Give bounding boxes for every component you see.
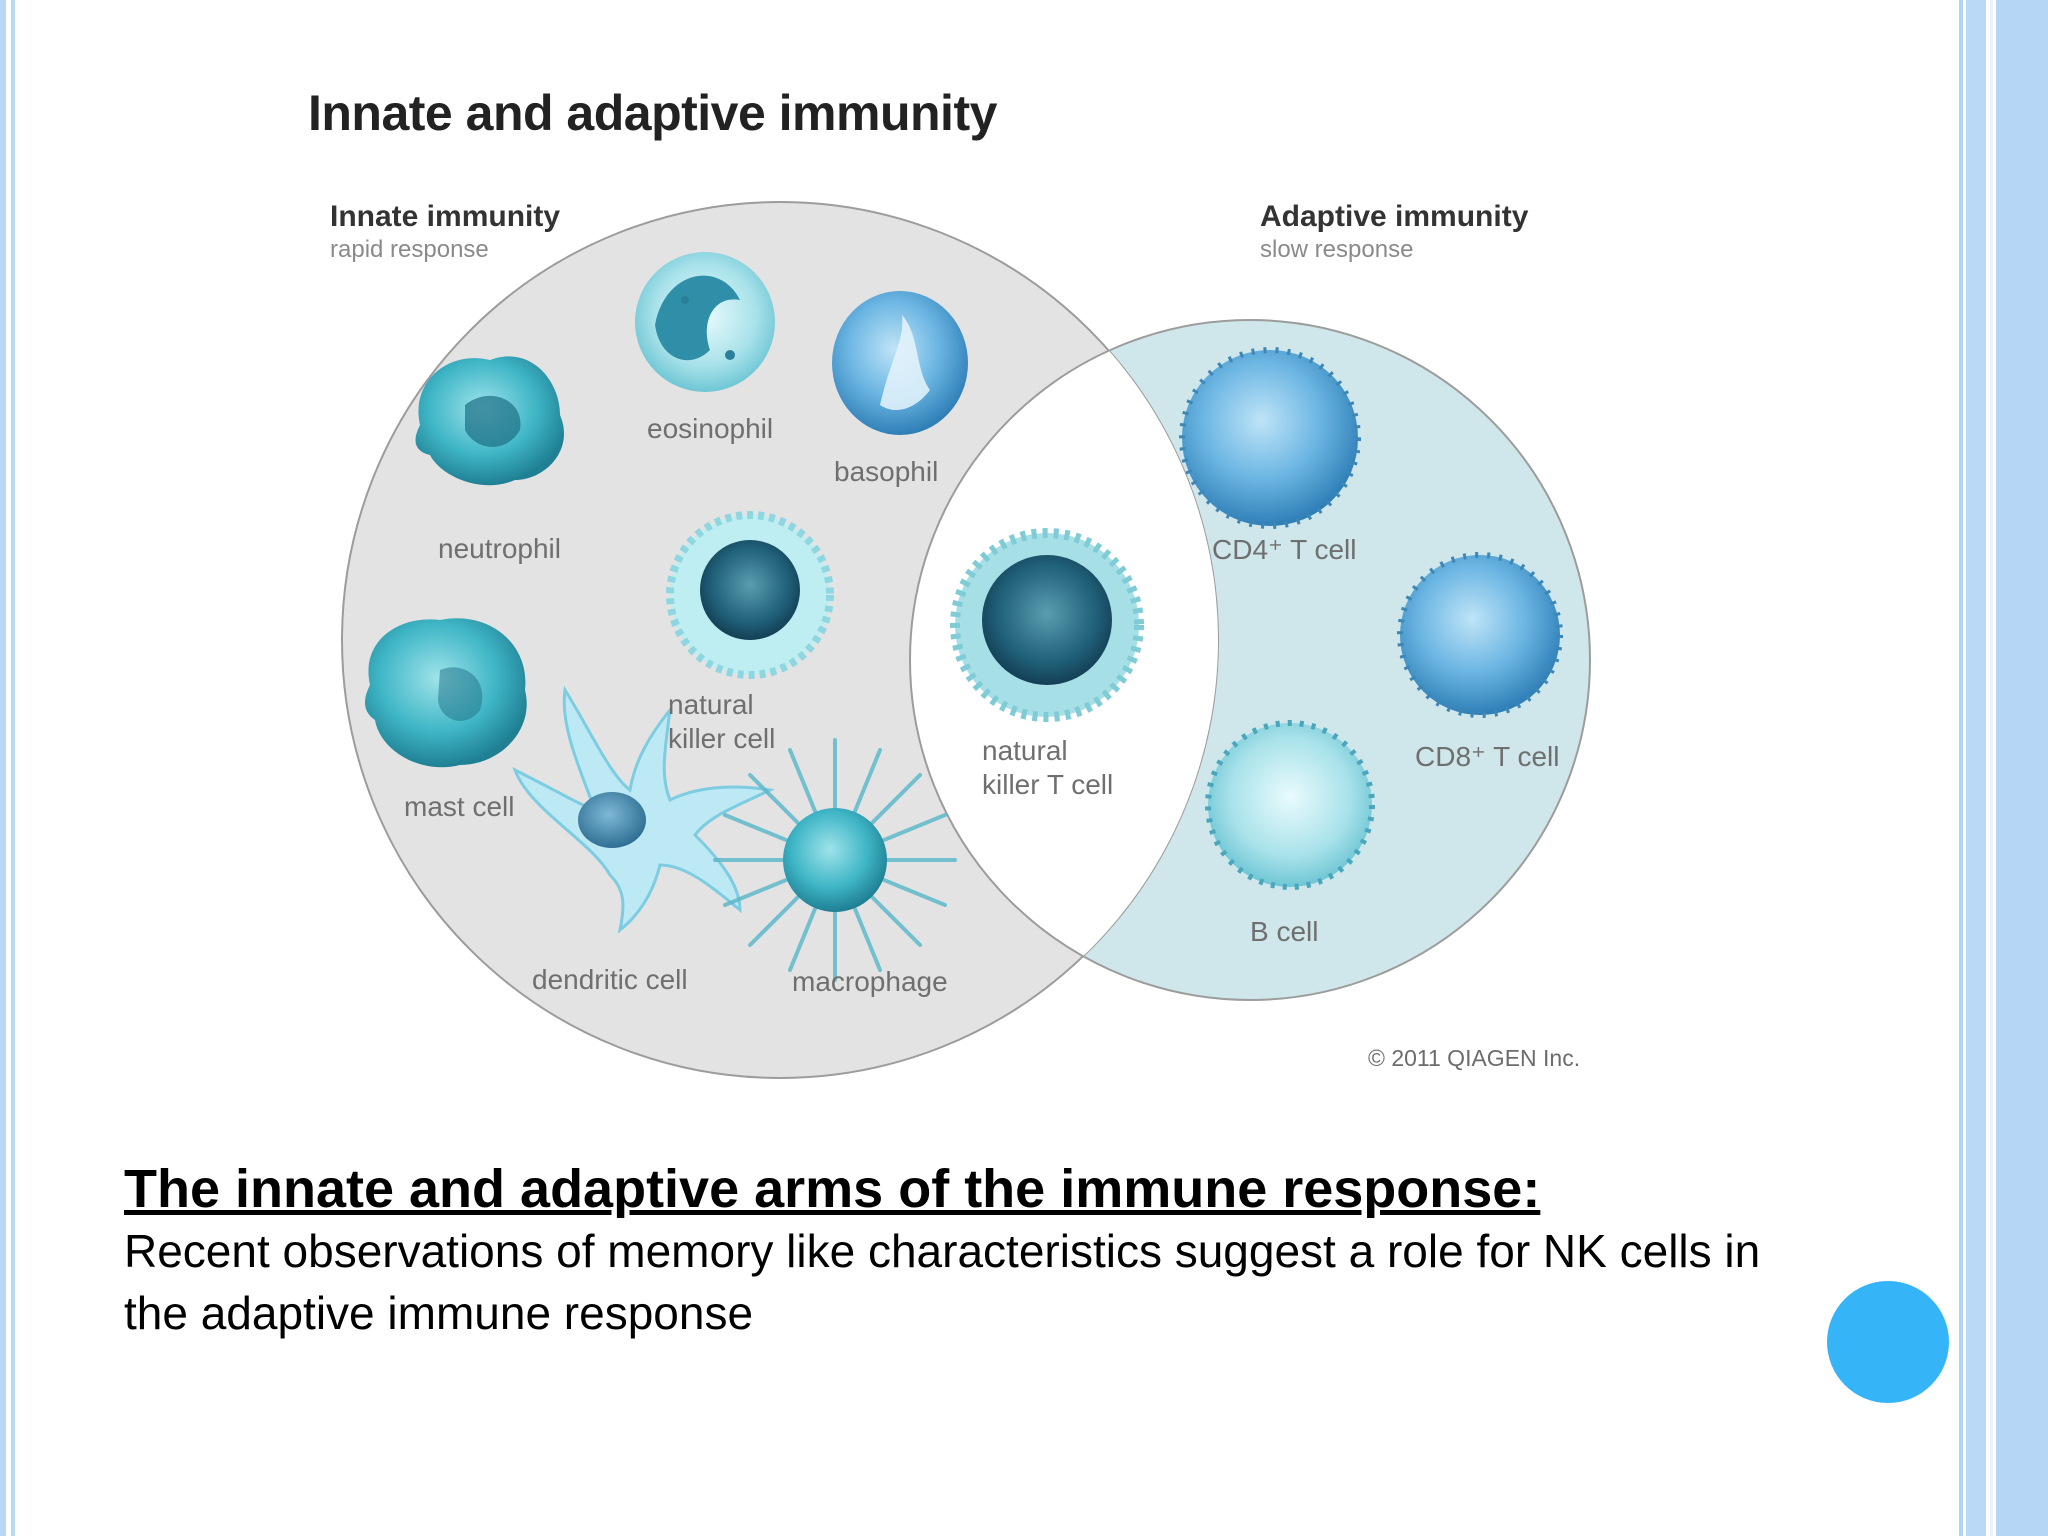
frame-stripe-left [0, 0, 6, 1536]
eosinophil-cell [635, 252, 775, 392]
frame-stripe-right-inner [1959, 0, 1963, 1536]
label-neutrophil: neutrophil [438, 533, 561, 564]
adaptive-circle-outline [909, 319, 1218, 1001]
dendritic-cell [512, 685, 775, 934]
innate-heading: Innate immunity rapid response [330, 200, 560, 264]
label-dendritic-cell: dendritic cell [532, 964, 688, 995]
label-natural-killer-cell: natural killer cell [668, 688, 775, 756]
label-cd4-t-cell: CD4⁺ T cell [1212, 534, 1357, 565]
label-nkt-line2: killer T cell [982, 769, 1114, 800]
natural-killer-cell [666, 511, 834, 679]
label-basophil: basophil [834, 456, 939, 487]
copyright-notice: © 2011 QIAGEN Inc. [1368, 1045, 1581, 1071]
cd8-t-cell [1397, 552, 1563, 718]
label-cd8-t-cell: CD8⁺ T cell [1415, 741, 1560, 772]
label-natural-killer-t-cell: natural killer T cell [982, 734, 1113, 802]
basophil-cell [832, 291, 968, 435]
accent-dot [1827, 1281, 1949, 1403]
neutrophil-cell [415, 356, 564, 486]
label-natural-killer-cell-line2: killer cell [668, 723, 776, 754]
mast-cell [365, 618, 527, 768]
label-natural-killer-cell-line1: natural [668, 689, 754, 720]
adaptive-heading: Adaptive immunity slow response [1260, 200, 1528, 264]
label-b-cell: B cell [1250, 916, 1319, 947]
frame-stripe-right-gap [1990, 0, 1993, 1536]
adaptive-title: Adaptive immunity [1260, 200, 1529, 233]
label-mast-cell: mast cell [404, 791, 515, 822]
caption-title: The innate and adaptive arms of the immu… [124, 1159, 1541, 1219]
frame-stripe-left-inner [11, 0, 15, 1536]
slide-caption: The innate and adaptive arms of the immu… [124, 1158, 1824, 1344]
b-cell [1205, 720, 1375, 890]
innate-subtitle: rapid response [330, 236, 489, 263]
caption-body: Recent observations of memory like chara… [124, 1225, 1761, 1339]
overlap-region [910, 320, 1218, 1000]
macrophage-cell [713, 738, 957, 982]
adaptive-subtitle: slow response [1260, 236, 1414, 263]
label-eosinophil: eosinophil [647, 413, 774, 444]
diagram-title: Innate and adaptive immunity [308, 85, 997, 141]
label-nkt-line1: natural [982, 735, 1068, 766]
natural-killer-t-cell [950, 528, 1144, 722]
label-macrophage: macrophage [792, 966, 948, 997]
frame-stripe-right-outer [1996, 0, 2048, 1536]
frame-stripe-right [1966, 0, 1986, 1536]
venn-graphic [341, 201, 1591, 1079]
immunity-venn-diagram: Innate and adaptive immunity Innate immu… [290, 70, 1640, 1100]
cd4-t-cell [1179, 347, 1361, 529]
innate-title: Innate immunity [330, 200, 561, 233]
